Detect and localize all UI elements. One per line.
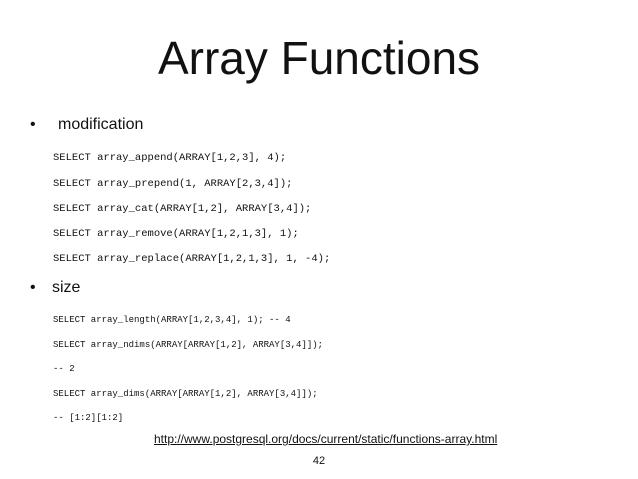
- slide-title: Array Functions: [157, 32, 481, 84]
- code-line: SELECT array_remove(ARRAY[1,2,1,3], 1);: [53, 228, 299, 240]
- bullet-size: • size: [30, 279, 80, 297]
- code-line: SELECT array_length(ARRAY[1,2,3,4], 1); …: [53, 315, 291, 325]
- code-line: SELECT array_prepend(1, ARRAY[2,3,4]);: [53, 178, 293, 190]
- code-line: SELECT array_replace(ARRAY[1,2,1,3], 1, …: [53, 253, 331, 265]
- code-line: SELECT array_ndims(ARRAY[ARRAY[1,2], ARR…: [53, 340, 324, 350]
- bullet-label: size: [52, 279, 81, 296]
- code-line: -- 2: [53, 364, 75, 374]
- code-line: SELECT array_append(ARRAY[1,2,3], 4);: [53, 152, 287, 164]
- bullet-modification: • modification: [30, 116, 143, 134]
- bullet-label: modification: [58, 116, 144, 133]
- bullet-dot-icon: •: [30, 279, 36, 296]
- docs-link[interactable]: http://www.postgresql.org/docs/current/s…: [154, 432, 498, 446]
- code-line: SELECT array_dims(ARRAY[ARRAY[1,2], ARRA…: [53, 389, 318, 399]
- code-line: -- [1:2][1:2]: [53, 413, 124, 423]
- code-line: SELECT array_cat(ARRAY[1,2], ARRAY[3,4])…: [53, 203, 312, 215]
- bullet-dot-icon: •: [30, 116, 36, 133]
- page-number: 42: [312, 455, 326, 467]
